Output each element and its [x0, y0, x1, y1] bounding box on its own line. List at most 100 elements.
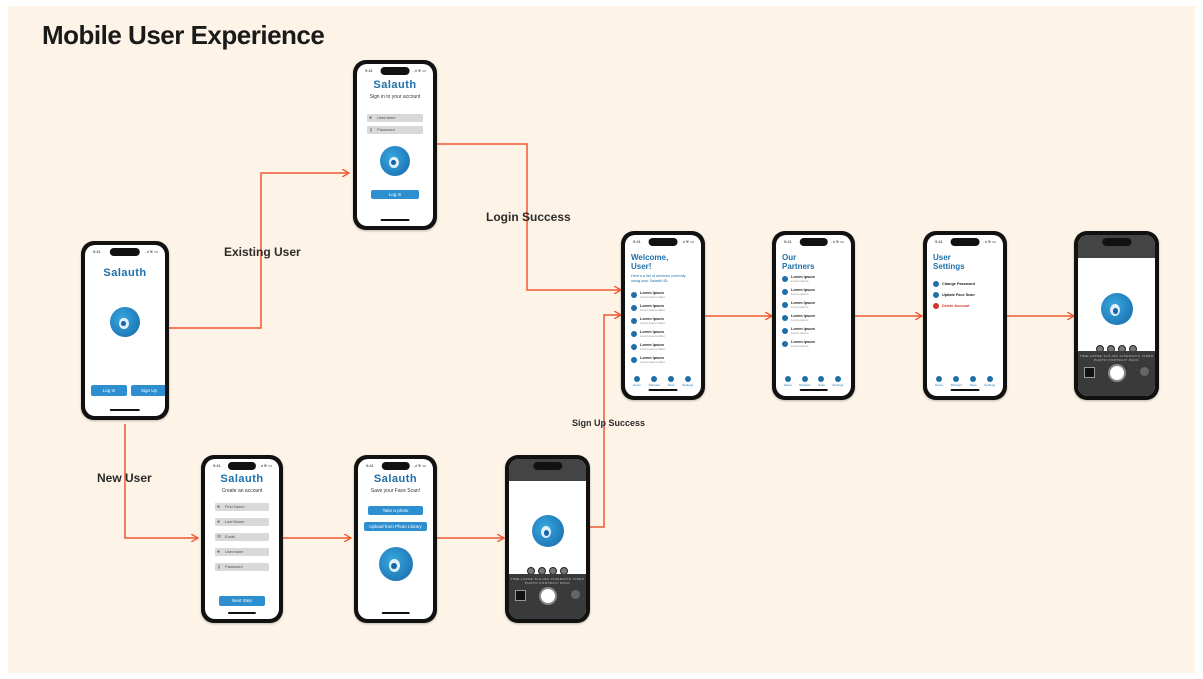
shutter-button[interactable]	[1107, 363, 1126, 382]
phone-signup-screen: 9:41 ..ıl ≋ ▭ Salauth Create an account …	[201, 455, 283, 623]
login-submit-button[interactable]: Log In	[371, 190, 419, 199]
username-field[interactable]: ●Username	[367, 114, 423, 122]
flip-camera-icon[interactable]	[1140, 366, 1149, 376]
username-field[interactable]: ●Username	[215, 548, 269, 556]
partners-heading-line2: Partners	[782, 262, 815, 271]
scan-icon	[818, 376, 825, 382]
tab-partners[interactable]: Partners	[951, 376, 962, 387]
tab-settings[interactable]: Settings	[984, 376, 995, 387]
service-icon	[631, 331, 637, 337]
salauth-logo-icon	[531, 515, 564, 547]
service-icon	[631, 292, 637, 298]
user-icon: ●	[217, 504, 221, 510]
tab-settings[interactable]: Settings	[832, 376, 843, 387]
partner-icon	[782, 302, 788, 308]
tab-home[interactable]: Home	[633, 376, 641, 387]
login-subtitle: Sign in to your account	[369, 94, 421, 100]
tab-settings[interactable]: Settings	[682, 376, 693, 387]
brand-logo-text: Salauth	[373, 79, 417, 91]
lock-icon	[933, 281, 939, 287]
password-field[interactable]: ⚷Password	[215, 563, 269, 571]
take-photo-button[interactable]: Take a photo	[368, 506, 423, 515]
tab-home[interactable]: Home	[935, 376, 943, 387]
status-icons: ..ıl ≋ ▭	[144, 249, 158, 254]
brand-logo-text: Salauth	[373, 473, 418, 485]
first-name-field[interactable]: ● First Name	[215, 503, 269, 511]
list-item-subtitle: Lorem ipsum dolor	[640, 295, 665, 299]
tab-partners[interactable]: Partners	[649, 376, 660, 387]
gallery-thumbnail[interactable]	[515, 590, 526, 602]
scan-icon	[970, 376, 977, 382]
signup-button[interactable]: Sign Up	[131, 385, 165, 396]
status-time: 9:41	[366, 463, 374, 468]
login-button[interactable]: Log In	[91, 385, 127, 396]
settings-update-face-scan[interactable]: Update Face Scan	[933, 292, 997, 298]
tab-partners[interactable]: Partners	[799, 376, 811, 387]
flow-label-new-user: New User	[97, 471, 152, 485]
page-title: Mobile User Experience	[42, 20, 325, 50]
password-field[interactable]: ⚷Password	[367, 126, 423, 134]
dynamic-island	[950, 238, 980, 246]
key-icon: ⚷	[369, 127, 373, 133]
home-icon	[935, 376, 942, 382]
status-time: 9:41	[633, 239, 641, 244]
tab-scan-label: Scan	[969, 383, 977, 387]
list-item-subtitle: Lorem ipsum	[791, 344, 809, 348]
last-name-placeholder: Last Name	[225, 519, 245, 524]
tab-home[interactable]: Home	[784, 376, 792, 387]
dynamic-island	[532, 462, 563, 470]
phone-welcome-screen: 9:41 ..ıl ≋ ▭ Welcome,User! Here's a lis…	[621, 231, 705, 400]
settings-list: Change Password Update Face Scan Delete …	[933, 281, 997, 314]
flip-camera-icon[interactable]	[571, 590, 580, 600]
first-name-placeholder: First Name	[225, 504, 245, 509]
tab-scan[interactable]: Scan	[970, 376, 977, 387]
gallery-thumbnail[interactable]	[1084, 366, 1095, 378]
camera-bottom-bar: TIME-LAPSE SLO-MO CINEMATIC VIDEO PHOTO …	[1078, 350, 1155, 396]
service-icon	[631, 318, 637, 324]
list-item-title: Lorem Ipsum	[640, 291, 664, 295]
brand-logo-text: Salauth	[220, 473, 264, 485]
list-item-subtitle: Lorem ipsum	[791, 292, 809, 296]
email-field[interactable]: ✉Email	[215, 533, 269, 541]
settings-change-password[interactable]: Change Password	[933, 281, 997, 287]
flow-label-login-success: Login Success	[486, 210, 571, 224]
list-item-title: Lorem Ipsum	[791, 327, 815, 331]
settings-delete-account[interactable]: Delete Account	[933, 303, 997, 309]
list-item-subtitle: Lorem ipsum	[791, 318, 809, 322]
list-item-title: Lorem Ipsum	[791, 301, 815, 305]
tab-partners-label: Partners	[950, 383, 962, 387]
list-item-title: Lorem Ipsum	[640, 343, 664, 347]
welcome-intro: Here's a list of services currently usin…	[631, 274, 686, 283]
home-indicator	[109, 409, 141, 411]
dynamic-island	[381, 462, 410, 470]
upload-photo-button[interactable]: Upload from Photo Library	[364, 522, 427, 531]
camera-top-bar	[509, 459, 586, 482]
camera-modes: TIME-LAPSE SLO-MO CINEMATIC VIDEO PHOTO …	[1079, 353, 1154, 362]
last-name-field[interactable]: ●Last Name	[215, 518, 269, 526]
gear-icon	[684, 376, 691, 382]
status-icons: ..ıl ≋ ▭	[982, 239, 996, 244]
tab-scan[interactable]: Scan	[818, 376, 825, 387]
tab-scan[interactable]: Scan	[668, 376, 675, 387]
camera-modes: TIME-LAPSE SLO-MO CINEMATIC VIDEO PHOTO …	[510, 577, 585, 586]
tab-settings-label: Settings	[832, 383, 844, 387]
next-step-button[interactable]: Next Step	[219, 596, 265, 606]
shutter-button[interactable]	[538, 587, 557, 606]
list-item-title: Lorem Ipsum	[640, 317, 664, 321]
phone-login-screen: 9:41 ..ıl ≋ ▭ Salauth Sign in to your ac…	[353, 60, 437, 230]
